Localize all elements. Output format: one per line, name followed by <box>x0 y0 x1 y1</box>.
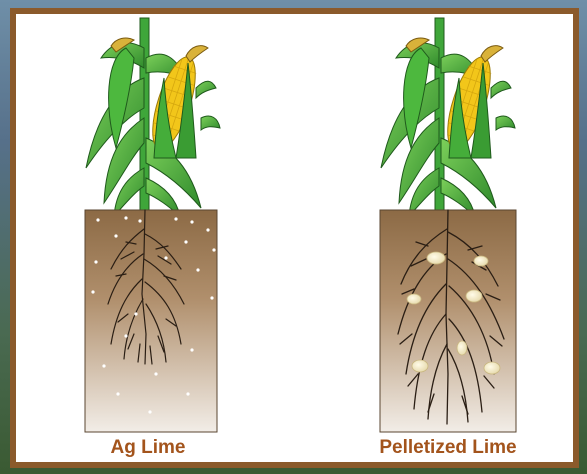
diagram-frame: Ag Lime Pelletized Lime <box>10 8 579 468</box>
right-plant <box>380 18 516 432</box>
label-pelletized-lime: Pelletized Lime <box>353 437 543 459</box>
left-plant <box>85 18 220 432</box>
corn-plant-icon <box>381 18 515 218</box>
soil-column <box>85 210 217 432</box>
label-ag-lime: Ag Lime <box>78 437 218 459</box>
corn-plant-icon <box>86 18 220 218</box>
corn-root-diagram <box>16 14 573 462</box>
